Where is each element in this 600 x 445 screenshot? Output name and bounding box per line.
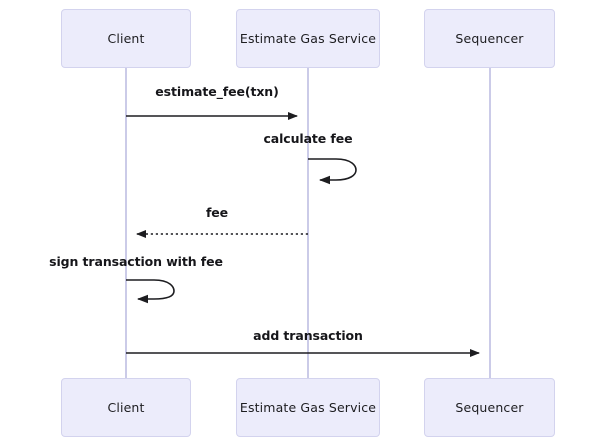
message-label-calculate-fee: calculate fee (263, 131, 353, 146)
actor-label-sequencer-bottom: Sequencer (455, 400, 524, 415)
message-label-fee-return: fee (205, 205, 229, 220)
actor-label-client-top: Client (107, 31, 145, 46)
message-selfloop-calculate-fee (308, 158, 357, 185)
message-label-sign-transaction: sign transaction with fee (49, 254, 223, 269)
actor-box-sequencer-bottom[interactable]: Sequencer (424, 378, 555, 437)
message-selfloop-sign-transaction (126, 279, 175, 304)
message-label-estimate-fee: estimate_fee(txn) (155, 84, 279, 99)
actor-label-client-bottom: Client (107, 400, 145, 415)
actor-box-estimate-gas-service-top[interactable]: Estimate Gas Service (236, 9, 380, 68)
actor-label-estimate-gas-service-bottom: Estimate Gas Service (239, 400, 377, 415)
actor-box-sequencer-top[interactable]: Sequencer (424, 9, 555, 68)
actor-label-sequencer-top: Sequencer (455, 31, 524, 46)
actor-box-client-bottom[interactable]: Client (61, 378, 191, 437)
actor-label-estimate-gas-service-top: Estimate Gas Service (239, 31, 377, 46)
actor-box-estimate-gas-service-bottom[interactable]: Estimate Gas Service (236, 378, 380, 437)
actor-box-client-top[interactable]: Client (61, 9, 191, 68)
message-label-add-transaction: add transaction (253, 328, 363, 343)
